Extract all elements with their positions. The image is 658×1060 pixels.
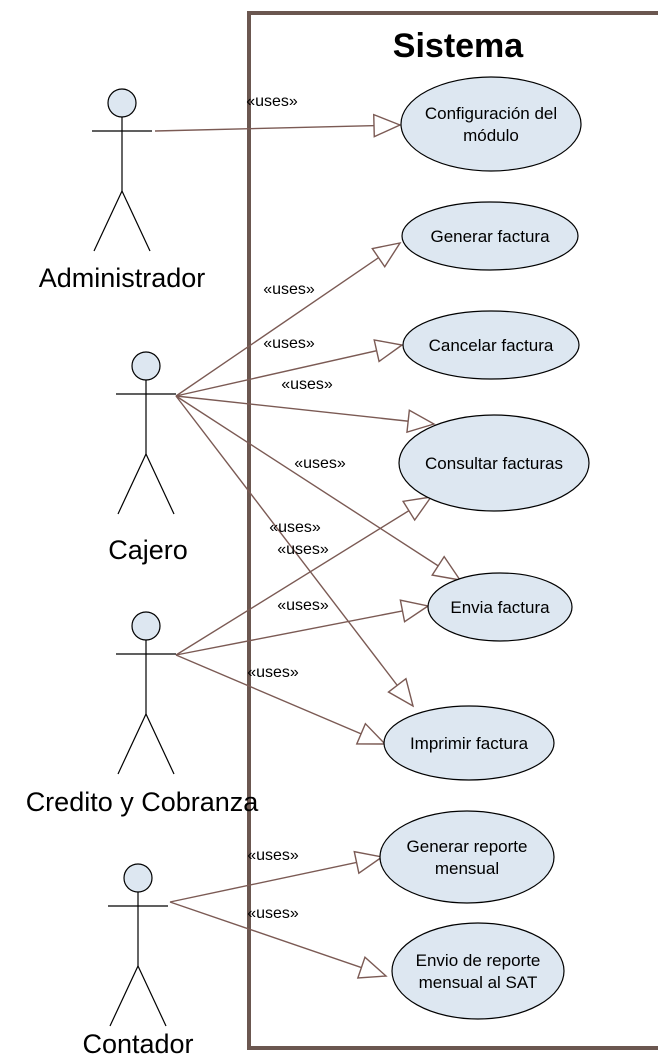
stereotype-label: «uses» [247, 905, 299, 922]
actor-left-leg [117, 453, 147, 515]
actor-left-leg [93, 190, 123, 252]
association-line-contador-reporte [169, 856, 383, 903]
usecase-label: Generar factura [430, 227, 550, 246]
actor-head [131, 611, 161, 641]
actor-head [123, 863, 153, 893]
actor-right-leg [137, 965, 167, 1027]
stereotype-label: «uses» [269, 519, 321, 536]
association-line-credito-envia [175, 605, 429, 656]
stereotype-label: «uses» [263, 281, 315, 298]
association-line-credito-imprimir [175, 654, 386, 745]
actor-credito[interactable]: Credito y Cobranza [26, 611, 260, 817]
usecase-generar[interactable] [401, 201, 579, 271]
arrowhead-contador-envio_sat [356, 955, 388, 979]
usecase-label: mensual al SAT [419, 973, 538, 992]
usecase-label: Envio de reporte [416, 951, 541, 970]
actor-label: Cajero [108, 535, 188, 565]
arrowhead-contador-reporte [353, 850, 384, 875]
usecase-config[interactable] [400, 76, 582, 172]
actor-left-leg [109, 965, 139, 1027]
arrowhead-cajero-cancelar [373, 339, 404, 363]
usecase-reporte[interactable] [379, 810, 555, 904]
usecase-cancelar[interactable] [402, 310, 580, 380]
actor-head [131, 351, 161, 381]
association-line-admin-config [154, 124, 401, 132]
usecase-label: Envia factura [450, 598, 550, 617]
arrowhead-cajero-consultar [406, 409, 436, 434]
association-line-cajero-envia [175, 395, 461, 581]
actor-label: Administrador [39, 263, 206, 293]
usecase-envia[interactable] [427, 572, 573, 642]
actor-left-leg [117, 713, 147, 775]
actor-contador[interactable]: Contador [82, 863, 194, 1059]
actor-head [107, 88, 137, 118]
stereotype-label: «uses» [246, 93, 298, 110]
stereotype-label: «uses» [277, 597, 329, 614]
actor-label: Contador [82, 1029, 193, 1059]
actor-label: Credito y Cobranza [26, 787, 260, 817]
actor-admin[interactable]: Administrador [39, 88, 206, 293]
system-boundary [247, 11, 658, 1050]
arrowhead-cajero-envia [431, 555, 462, 581]
usecase-label: mensual [435, 859, 499, 878]
association-line-cajero-generar [175, 242, 401, 397]
usecase-label: Cancelar factura [429, 336, 554, 355]
association-line-cajero-imprimir [175, 395, 414, 707]
actor-right-leg [145, 453, 175, 515]
stereotype-label: «uses» [294, 455, 346, 472]
stereotype-label: «uses» [281, 376, 333, 393]
usecase-label: módulo [463, 126, 519, 145]
usecase-envio_sat[interactable] [391, 922, 565, 1020]
association-line-cajero-consultar [175, 395, 435, 425]
actor-right-leg [145, 713, 175, 775]
system-title: Sistema [393, 27, 524, 65]
actor-cajero[interactable]: Cajero [108, 351, 188, 565]
usecase-label: Configuración del [425, 104, 557, 123]
stereotype-label: «uses» [277, 541, 329, 558]
arrowhead-credito-envia [399, 599, 430, 623]
stereotype-label: «uses» [247, 847, 299, 864]
arrowhead-cajero-imprimir [387, 677, 415, 708]
usecase-label: Generar reporte [407, 837, 528, 856]
arrowhead-credito-imprimir [355, 722, 387, 745]
stereotype-label: «uses» [263, 335, 315, 352]
stereotype-label: «uses» [247, 664, 299, 681]
arrowhead-cajero-generar [371, 241, 402, 269]
usecase-imprimir[interactable] [383, 705, 555, 781]
association-line-cajero-cancelar [175, 344, 403, 397]
arrowhead-admin-config [373, 113, 402, 138]
association-line-credito-consultar [175, 496, 432, 656]
usecase-label: Consultar facturas [425, 454, 563, 473]
actor-right-leg [121, 190, 151, 252]
association-line-contador-envio_sat [169, 901, 387, 977]
usecase-consultar[interactable] [398, 414, 590, 512]
arrowhead-credito-consultar [401, 496, 433, 522]
usecase-label: Imprimir factura [410, 734, 529, 753]
